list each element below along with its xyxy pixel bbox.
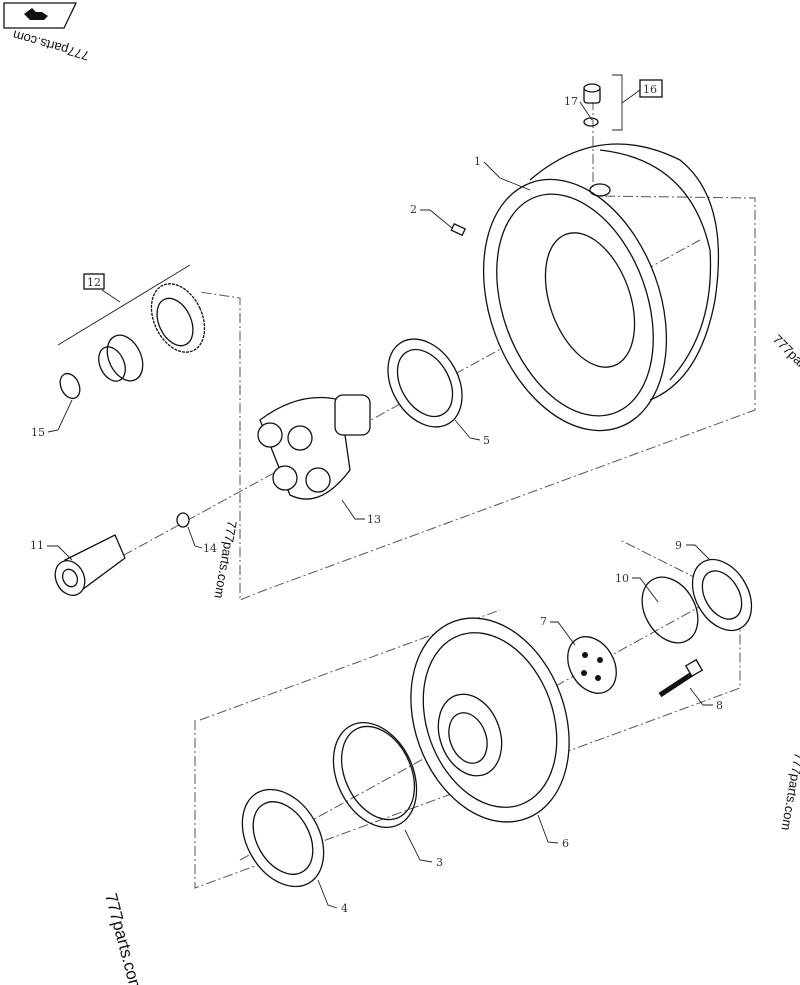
part-seal-upper bbox=[387, 338, 463, 428]
callout-box-12 bbox=[83, 273, 105, 290]
part-end-cap bbox=[691, 558, 753, 632]
back-navigation-icon[interactable] bbox=[3, 2, 78, 29]
part-housing bbox=[482, 143, 720, 432]
part-seal-lower bbox=[241, 788, 325, 888]
part-shaft bbox=[54, 534, 126, 597]
part-planet-carrier bbox=[257, 394, 371, 500]
callout-7: 7 bbox=[540, 615, 547, 628]
callout-16: 16 bbox=[643, 83, 657, 96]
part-o-ring bbox=[641, 576, 699, 644]
part-wheel-hub bbox=[410, 617, 570, 823]
callout-2: 2 bbox=[410, 203, 417, 216]
callout-1: 1 bbox=[474, 155, 481, 168]
watermark: 777parts.com bbox=[101, 891, 146, 985]
callout-14: 14 bbox=[203, 542, 217, 555]
callout-15: 15 bbox=[31, 426, 45, 439]
assembly-frame-lower bbox=[194, 539, 741, 889]
watermark: 777parts.com bbox=[770, 332, 800, 398]
watermark: 777parts.com bbox=[11, 27, 91, 63]
part-plug bbox=[583, 83, 601, 127]
callout-13: 13 bbox=[367, 513, 381, 526]
callout-4: 4 bbox=[341, 902, 348, 915]
part-bolt bbox=[658, 658, 704, 698]
part-gear-sleeve bbox=[150, 283, 206, 353]
callout-17: 17 bbox=[564, 95, 578, 108]
part-snap-ring bbox=[59, 372, 81, 400]
callout-11: 11 bbox=[30, 539, 44, 552]
watermark: 777parts.com bbox=[778, 751, 800, 831]
leader-lines bbox=[47, 74, 713, 909]
part-pin bbox=[450, 222, 466, 237]
callout-5: 5 bbox=[483, 434, 490, 447]
callout-12: 12 bbox=[87, 276, 101, 289]
watermark: 777parts.com bbox=[211, 519, 239, 599]
callout-10: 10 bbox=[615, 572, 629, 585]
assembly-frame-upper bbox=[199, 194, 756, 601]
part-bearing bbox=[98, 334, 144, 382]
callout-6: 6 bbox=[562, 837, 569, 850]
callout-3: 3 bbox=[436, 856, 443, 869]
callout-9: 9 bbox=[675, 539, 682, 552]
part-cover-plate bbox=[567, 636, 617, 694]
part-bearing-ring bbox=[332, 721, 418, 829]
callout-8: 8 bbox=[716, 699, 723, 712]
part-thrust-washer bbox=[176, 512, 190, 528]
callout-box-16 bbox=[639, 79, 663, 98]
